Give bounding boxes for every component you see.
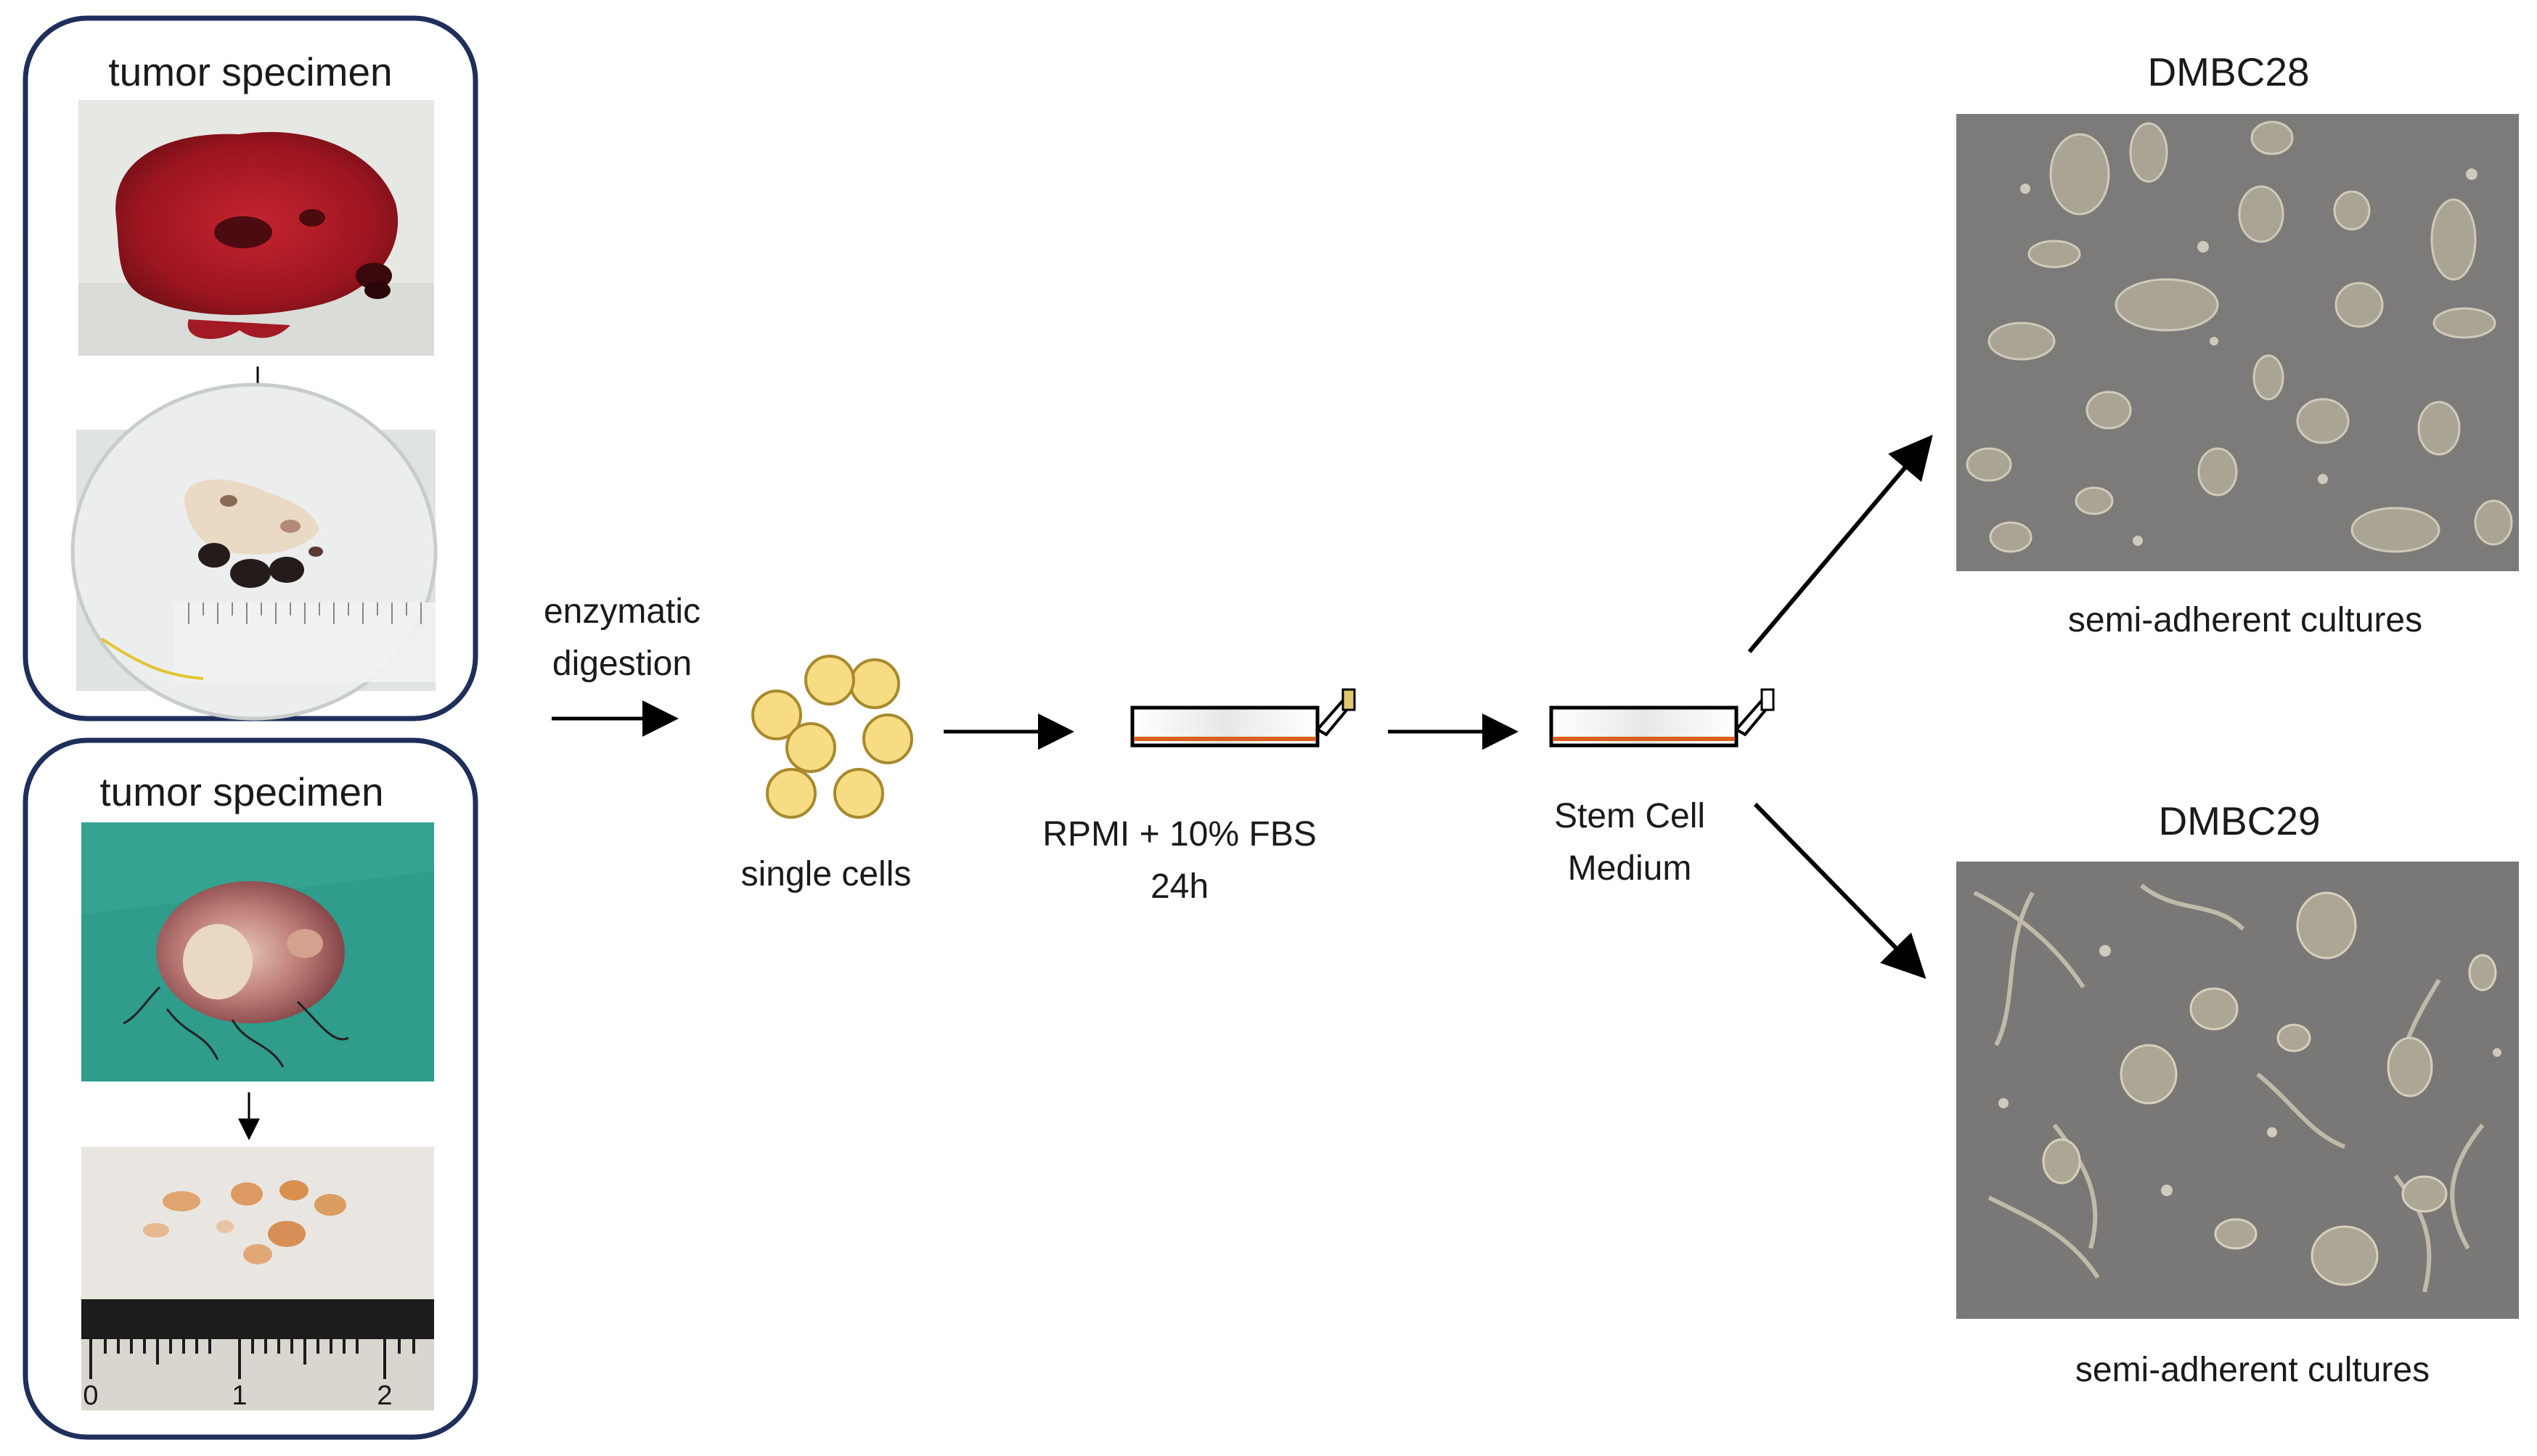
specimen-panel-top: tumor specimen: [23, 15, 478, 721]
cell: [766, 768, 817, 819]
cell: [751, 690, 802, 740]
specimen-panel-bottom: tumor specimen: [23, 737, 478, 1440]
stem-label-line2: Medium: [1568, 849, 1692, 888]
fragments-ruler-photo: 0 1 2: [81, 1147, 434, 1411]
single-cells-label: single cells: [741, 855, 912, 893]
output-dmbc28: DMBC28: [1956, 49, 2519, 639]
micrograph: [1956, 862, 2519, 1319]
culture-flask-rpmi: RPMI + 10% FBS 24h: [1042, 688, 1356, 906]
tumor-photo: [78, 100, 434, 356]
ruler-label-0: 0: [83, 1381, 98, 1411]
culture-caption: semi-adherent cultures: [2068, 601, 2422, 639]
panel-frame: [23, 737, 478, 1440]
cell: [804, 655, 855, 705]
cell: [849, 658, 900, 709]
tumor-photo: [81, 822, 434, 1081]
panel-title: tumor specimen: [108, 49, 392, 94]
micrograph: [1956, 114, 2519, 571]
ruler-label-2: 2: [377, 1381, 392, 1411]
single-cells-cluster: single cells: [741, 655, 913, 893]
fragments-dish-photo: [70, 383, 438, 721]
arrow-down: [1753, 802, 1927, 979]
culture-flask-stem-cell: Stem Cell Medium: [1549, 688, 1775, 888]
arrow-up: [1747, 434, 1933, 653]
ruler-ticks: [89, 1339, 415, 1379]
cell: [833, 768, 884, 819]
panel-title: tumor specimen: [99, 769, 383, 814]
cell: [862, 713, 913, 764]
cell-line-title: DMBC28: [2147, 49, 2309, 94]
step-digestion: enzymatic digestion: [544, 592, 700, 737]
ruler-label-1: 1: [232, 1381, 247, 1411]
rpmi-label-line2: 24h: [1151, 867, 1209, 906]
culture-caption: semi-adherent cultures: [2075, 1351, 2430, 1389]
cell-line-title: DMBC29: [2158, 798, 2320, 843]
digestion-label-line1: enzymatic: [544, 592, 700, 631]
rpmi-label-line1: RPMI + 10% FBS: [1042, 815, 1316, 854]
stem-label-line1: Stem Cell: [1554, 797, 1705, 835]
cell: [785, 722, 836, 773]
output-dmbc29: DMBC29: [1956, 798, 2519, 1389]
digestion-label-line2: digestion: [552, 645, 692, 683]
